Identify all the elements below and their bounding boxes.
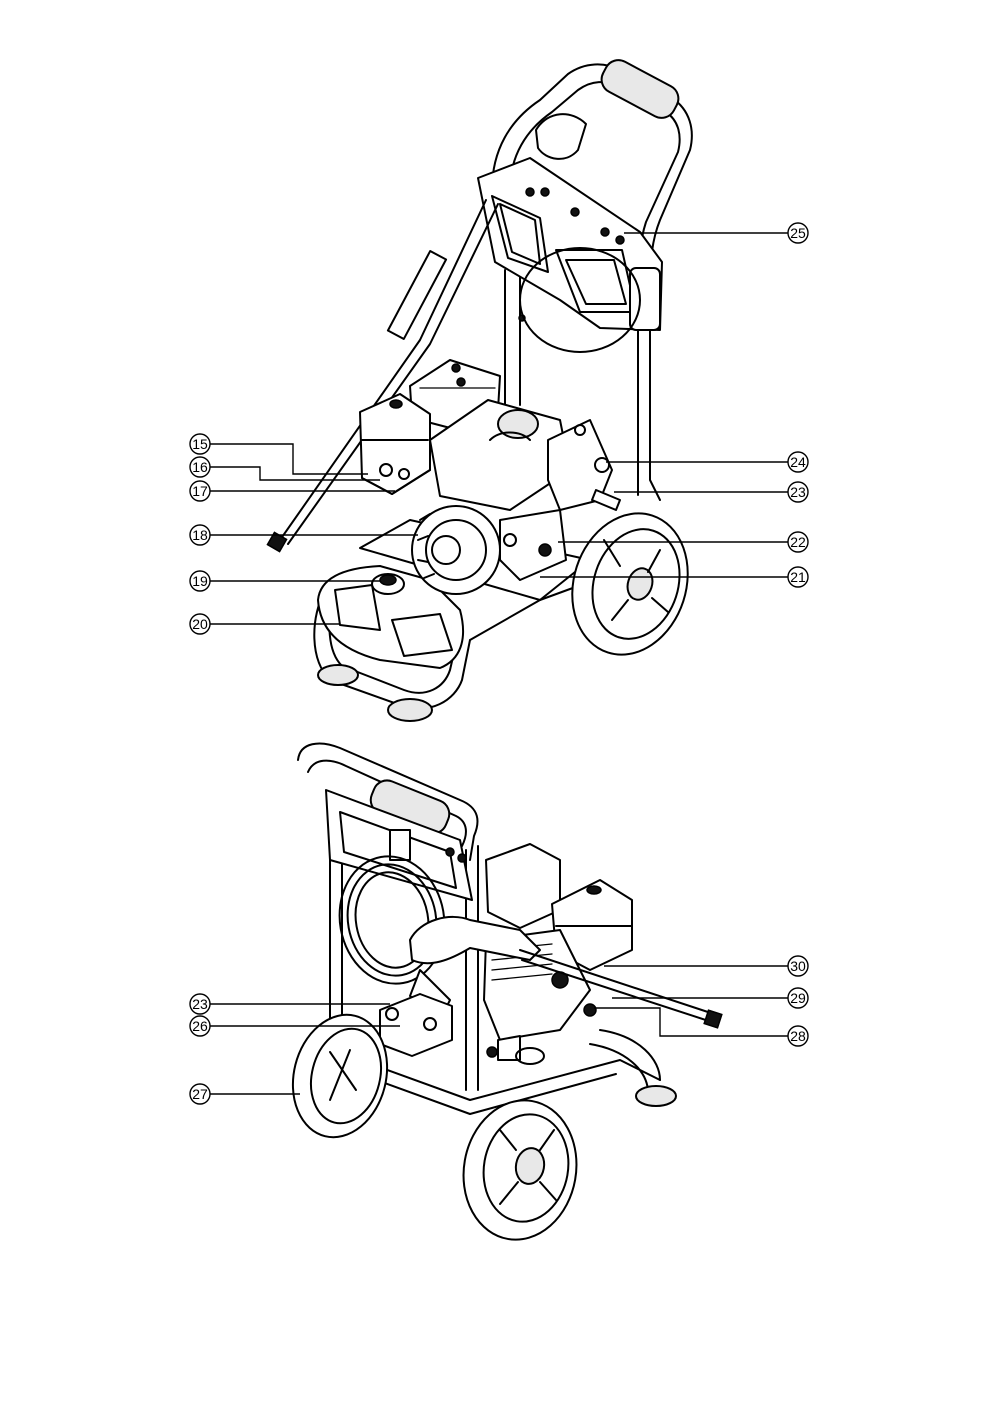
callout-number: 24 (790, 454, 806, 470)
air-filter-housing (360, 394, 430, 494)
wheel-front (453, 1091, 588, 1248)
callout-23-rear: 23 (190, 994, 390, 1014)
callout-28: 28 (594, 1008, 808, 1046)
callout-number: 25 (790, 225, 806, 241)
rubber-foot (318, 665, 358, 685)
callout-number: 18 (192, 527, 208, 543)
callout-number: 21 (790, 569, 806, 585)
callout-30: 30 (604, 956, 808, 976)
callout-23-front: 23 (614, 482, 808, 502)
callout-number: 28 (790, 1028, 806, 1044)
callout-number: 29 (790, 990, 806, 1006)
callout-number: 16 (192, 459, 208, 475)
wheel (554, 498, 705, 670)
callout-number: 22 (790, 534, 806, 550)
rubber-foot (388, 699, 432, 721)
callout-number: 17 (192, 483, 208, 499)
pump-rear (380, 994, 452, 1056)
handle-grip (597, 55, 684, 123)
callout-17: 17 (190, 481, 395, 501)
callout-number: 20 (192, 616, 208, 632)
rubber-foot (636, 1086, 676, 1106)
callout-number: 15 (192, 436, 208, 452)
callout-20: 20 (190, 614, 340, 634)
callout-16: 16 (190, 457, 380, 480)
pressure-washer-rear-view: 23 26 27 28 29 30 (190, 744, 808, 1249)
callout-number: 27 (192, 1086, 208, 1102)
callout-number: 19 (192, 573, 208, 589)
callout-number: 23 (790, 484, 806, 500)
callout-27: 27 (190, 1084, 300, 1104)
engine (412, 400, 570, 594)
siphon-cap (372, 574, 404, 594)
callout-24: 24 (606, 452, 808, 472)
pressure-washer-front-view: 15 16 17 18 19 20 (190, 55, 808, 721)
callout-number: 26 (192, 1018, 208, 1034)
callout-number: 30 (790, 958, 806, 974)
callout-25: 25 (624, 223, 808, 243)
callout-number: 23 (192, 996, 208, 1012)
